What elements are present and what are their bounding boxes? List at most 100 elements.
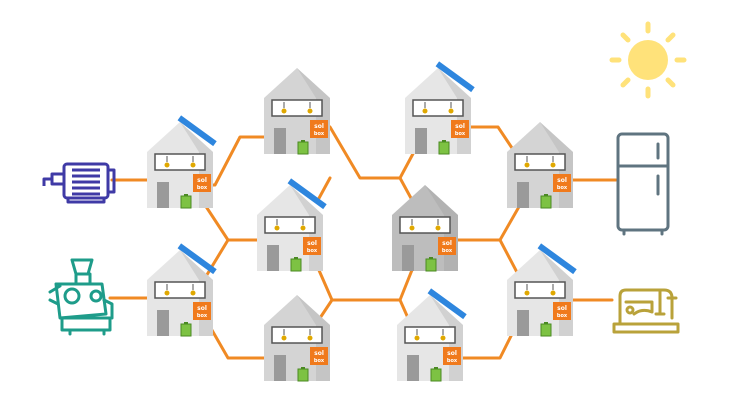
solbox-icon	[438, 237, 456, 255]
bulb-icon	[440, 335, 446, 341]
bulb-icon	[300, 225, 306, 231]
door	[517, 310, 529, 336]
battery-icon	[290, 258, 302, 272]
bulb-icon	[307, 108, 313, 114]
grid-line	[316, 266, 414, 302]
solbox-label-bottom: box	[314, 131, 325, 137]
solbox-icon	[193, 302, 211, 320]
window-strip	[264, 216, 316, 234]
bulb-icon	[190, 290, 196, 296]
window-strip	[514, 281, 566, 299]
battery-icon	[540, 195, 552, 209]
door	[402, 245, 414, 271]
grid-line	[398, 298, 410, 320]
grid-line	[398, 176, 414, 202]
solbox-label-top: sol	[314, 350, 324, 357]
sun-icon	[609, 21, 687, 99]
grain-mill-icon	[48, 258, 114, 336]
battery-icon	[180, 323, 192, 337]
solbox-label-bottom: box	[314, 358, 325, 364]
grid-line	[318, 298, 334, 320]
solar-panel-icon	[537, 243, 577, 275]
bulb-icon	[524, 290, 530, 296]
solbox-label-bottom: box	[557, 185, 568, 191]
battery-icon	[297, 141, 309, 155]
electric-motor-icon	[42, 162, 116, 204]
refrigerator-icon	[616, 132, 670, 236]
bulb-icon	[550, 290, 556, 296]
bulb-icon	[524, 162, 530, 168]
solbox-label-bottom: box	[455, 131, 466, 137]
door	[157, 182, 169, 208]
window-strip	[271, 326, 323, 344]
window-strip	[412, 99, 464, 117]
solar-panel-icon	[287, 178, 327, 210]
houses-layer: solboxsolboxsolboxsolboxsolboxsolboxsolb…	[147, 61, 577, 382]
battery-icon	[430, 368, 442, 382]
grid-line	[456, 203, 522, 242]
solbox-icon	[553, 302, 571, 320]
solbox-icon	[451, 120, 469, 138]
solbox-label-top: sol	[197, 305, 207, 312]
bulb-icon	[414, 335, 420, 341]
solbox-icon	[310, 347, 328, 365]
bulb-icon	[274, 225, 280, 231]
battery-icon	[180, 195, 192, 209]
bulb-icon	[448, 108, 454, 114]
bulb-icon	[164, 162, 170, 168]
solbox-icon	[553, 174, 571, 192]
solbox-label-top: sol	[447, 350, 457, 357]
grid-line	[316, 176, 332, 202]
battery-icon	[540, 323, 552, 337]
solbox-label-bottom: box	[197, 313, 208, 319]
bulb-icon	[409, 225, 415, 231]
battery-icon	[438, 141, 450, 155]
grid-line	[203, 316, 270, 360]
door	[157, 310, 169, 336]
sewing-machine-icon	[612, 288, 680, 334]
solbox-icon	[303, 237, 321, 255]
solbox-label-bottom: box	[442, 248, 453, 254]
solbox-label-top: sol	[557, 177, 567, 184]
solbox-label-top: sol	[557, 305, 567, 312]
door	[517, 182, 529, 208]
window-strip	[404, 326, 456, 344]
solbox-label-bottom: box	[557, 313, 568, 319]
bulb-icon	[190, 162, 196, 168]
solbox-label-top: sol	[314, 123, 324, 130]
solbox-icon	[443, 347, 461, 365]
grid-line	[203, 203, 264, 242]
solbox-label-bottom: box	[447, 358, 458, 364]
window-strip	[399, 216, 451, 234]
window-strip	[271, 99, 323, 117]
grid-line	[203, 238, 230, 280]
solbox-icon	[310, 120, 328, 138]
bulb-icon	[422, 108, 428, 114]
bulb-icon	[550, 162, 556, 168]
bulb-icon	[164, 290, 170, 296]
door	[274, 128, 286, 154]
bulb-icon	[281, 335, 287, 341]
solbox-label-bottom: box	[197, 185, 208, 191]
door	[274, 355, 286, 381]
door	[407, 355, 419, 381]
solbox-label-top: sol	[197, 177, 207, 184]
